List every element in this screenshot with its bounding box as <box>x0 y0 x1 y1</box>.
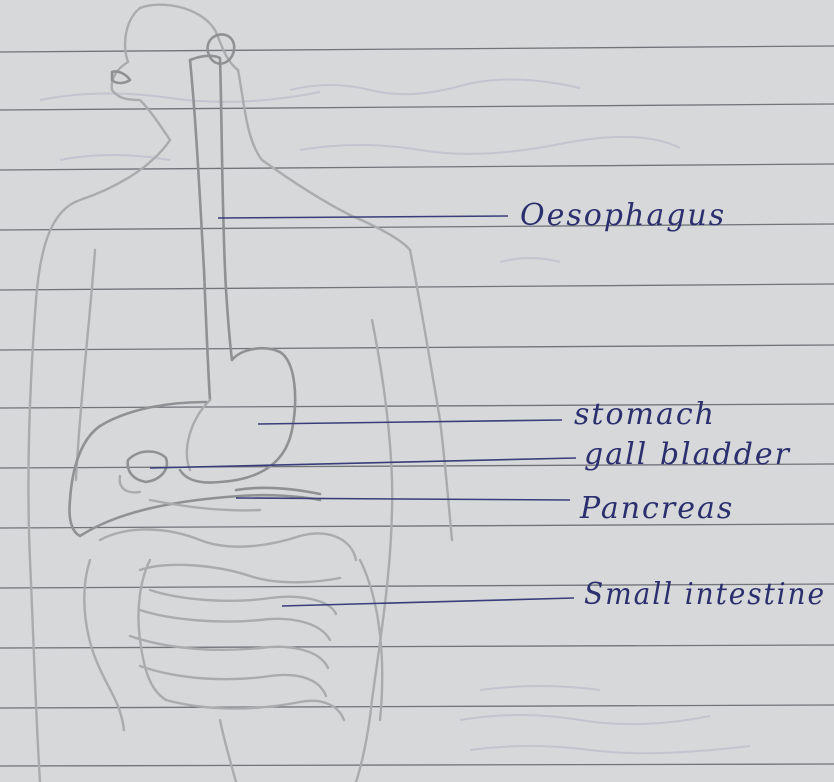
label-pancreas: Pancreas <box>579 491 734 526</box>
label-stomach: stomach <box>574 397 716 432</box>
label-gall-bladder: gall bladder <box>584 437 791 472</box>
oesophagus-leader <box>218 216 508 218</box>
label-oesophagus: Oesophagus <box>520 198 726 233</box>
pancreas-leader <box>236 498 570 500</box>
label-small-intestine: Small intestine <box>584 577 826 612</box>
leader-lines <box>150 216 576 606</box>
body-outline-drawing <box>28 5 452 782</box>
small-intestine-leader <box>282 598 574 606</box>
stomach-leader <box>258 420 562 424</box>
